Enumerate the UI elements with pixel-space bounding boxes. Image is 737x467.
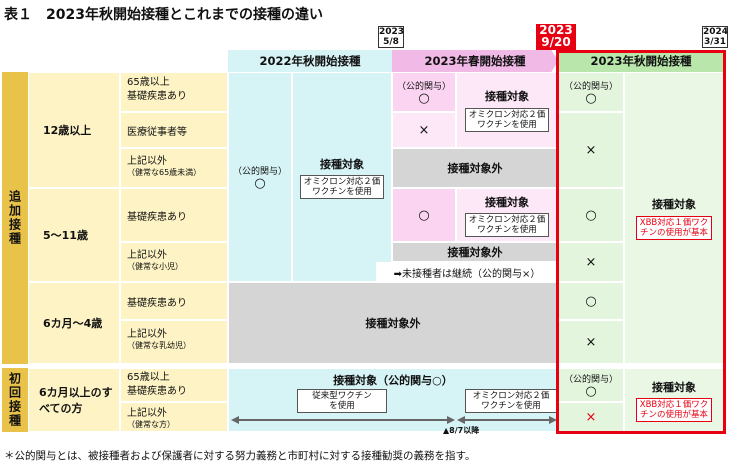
fall2022-koteki-label: （公的関与） [232, 167, 287, 177]
age-group-12-plus: 12歳以上 [28, 72, 120, 188]
initial-target-cell: 接種対象（公的関与○） 従来型ワクチン を使用 オミクロン対応２価 ワクチンを使… [228, 368, 558, 435]
circle-icon: ○ [585, 207, 597, 223]
age-group-5-11: 5〜11歳 [28, 188, 120, 282]
row-other-infant-note: （健常な乳幼児） [127, 341, 191, 350]
spring2023-vaccine2-note: オミクロン対応２価 ワクチンを使用 [464, 212, 550, 237]
fall2023-initial-target-label: 接種対象 [652, 380, 696, 394]
spring2023-target-child-cell: 接種対象 オミクロン対応２価 ワクチンを使用 [456, 188, 558, 242]
row-kiso-child: 基礎疾患あり [120, 188, 228, 242]
spring2023-koteki-label: （公的関与） [396, 82, 451, 92]
date-marker-2023-9-20: 2023 9/20 [536, 24, 576, 50]
header-spring-2023: 2023年春開始接種 [392, 50, 558, 72]
row-other-healthy: 上記以外 （健常な65歳未満） [120, 148, 228, 188]
header-fall-2022: 2022年秋開始接種 [228, 50, 392, 72]
infant-excluded-cell: 接種対象外 [228, 282, 558, 364]
age-group-6m-all: 6カ月以上のすべての方 [28, 368, 120, 432]
initial-from-date: ▲8/7以降 [443, 426, 480, 435]
initial-conventional-note: 従来型ワクチン を使用 [297, 389, 387, 413]
fall2023-other-infant-cell: × [558, 320, 624, 364]
cross-icon: × [585, 334, 597, 350]
spring2023-excluded-cell: 接種対象外 [392, 148, 558, 188]
fall2023-vaccine-note: XBB対応１価ワク チンの使用が基本 [635, 216, 713, 240]
fall2023-target-cell: 接種対象 XBB対応１価ワク チンの使用が基本 [624, 72, 724, 364]
circle-icon: ○ [418, 91, 430, 106]
initial-period-arrows [231, 416, 557, 424]
footnote: ＊公的関与とは、被接種者および保護者に対する努力義務と市町村に対する接種勧奨の義… [4, 450, 476, 462]
fall2022-vaccine-note: オミクロン対応２価 ワクチンを使用 [299, 174, 385, 199]
circle-icon: ○ [418, 207, 430, 223]
fall2023-target-label: 接種対象 [652, 198, 696, 211]
fall2023-kiso-child-cell: ○ [558, 188, 624, 242]
row-other-child: 上記以外 （健常な小児） [120, 242, 228, 282]
fall2023-kiso-infant-cell: ○ [558, 282, 624, 320]
fall2023-koteki-label: （公的関与） [563, 82, 618, 92]
circle-icon: ○ [254, 176, 266, 191]
cross-icon: × [585, 142, 597, 158]
spring2023-excluded-child-cell: 接種対象外 [392, 242, 558, 262]
fall2023-initial-koteki-label: （公的関与） [563, 375, 618, 385]
row-other-healthy-note: （健常な65歳未満） [127, 168, 202, 177]
fall2022-koteki-cell: （公的関与） ○ [228, 72, 292, 282]
circle-icon: ○ [585, 384, 597, 399]
date-marker-2024-3-31: 2024 3/31 [702, 26, 729, 48]
fall2022-target-cell: 接種対象 オミクロン対応２価 ワクチンを使用 [292, 72, 392, 282]
circle-icon: ○ [585, 293, 597, 309]
row-other-infant: 上記以外 （健常な乳幼児） [120, 320, 228, 364]
header-fall-2023: 2023年秋開始接種 [558, 50, 724, 72]
fall2023-initial-vaccine-note: XBB対応１価ワク チンの使用が基本 [635, 397, 713, 422]
fall2023-initial-other-cell: × [558, 402, 624, 432]
fall2023-initial-koteki-cell: （公的関与） ○ [558, 368, 624, 402]
row-other-infant-label: 上記以外 [127, 329, 167, 340]
spring2023-kiso-child-cell: ○ [392, 188, 456, 242]
cross-icon: × [585, 409, 597, 425]
row-kiso-infant: 基礎疾患あり [120, 282, 228, 320]
section-label-initial: 初回接種 [2, 368, 28, 432]
row-other-child-label: 上記以外 [127, 250, 167, 261]
fall2022-target-label: 接種対象 [320, 157, 364, 171]
initial-target-label: 接種対象（公的関与○） [333, 374, 453, 387]
age-group-6m-4: 6カ月〜4歳 [28, 282, 120, 364]
spring2023-medical-cell: × [392, 112, 456, 148]
spring2023-target-cell: 接種対象 オミクロン対応２価 ワクチンを使用 [456, 72, 558, 148]
fall2023-other-child-cell: × [558, 242, 624, 282]
fall2023-koteki-cell: （公的関与） ○ [558, 72, 624, 112]
row-initial-other: 上記以外 （健常な方） [120, 402, 228, 432]
row-initial-other-note: （健常な方） [127, 420, 175, 429]
spring2023-koteki-cell: （公的関与） ○ [392, 72, 456, 112]
section-label-additional: 追加接種 [2, 72, 28, 364]
spring2023-continue-note: ➡未接種者は継続（公的関与×） [376, 262, 558, 282]
spring2023-target-label: 接種対象 [485, 90, 529, 103]
date-marker-2023-5-8: 2023 5/8 [378, 26, 405, 48]
row-medical-workers: 医療従事者等 [120, 112, 228, 148]
row-other-healthy-label: 上記以外 [127, 156, 167, 167]
row-65plus-kiso: 65歳以上 基礎疾患あり [120, 72, 228, 112]
cross-icon: × [585, 254, 597, 270]
row-initial-other-label: 上記以外 [127, 408, 167, 419]
fall2023-initial-target-cell: 接種対象 XBB対応１価ワク チンの使用が基本 [624, 368, 724, 432]
spring2023-vaccine-note: オミクロン対応２価 ワクチンを使用 [464, 108, 550, 132]
row-initial-65plus: 65歳以上 基礎疾患あり [120, 368, 228, 402]
initial-omicron-note: オミクロン対応２価 ワクチンを使用 [465, 389, 557, 413]
spring2023-target2-label: 接種対象 [485, 195, 529, 209]
cross-icon: × [418, 122, 430, 138]
page-title: 表１ 2023年秋開始接種とこれまでの接種の違い [4, 7, 323, 23]
circle-icon: ○ [585, 91, 597, 106]
fall2023-other-healthy-cell: × [558, 112, 624, 188]
row-other-child-note: （健常な小児） [127, 262, 183, 271]
